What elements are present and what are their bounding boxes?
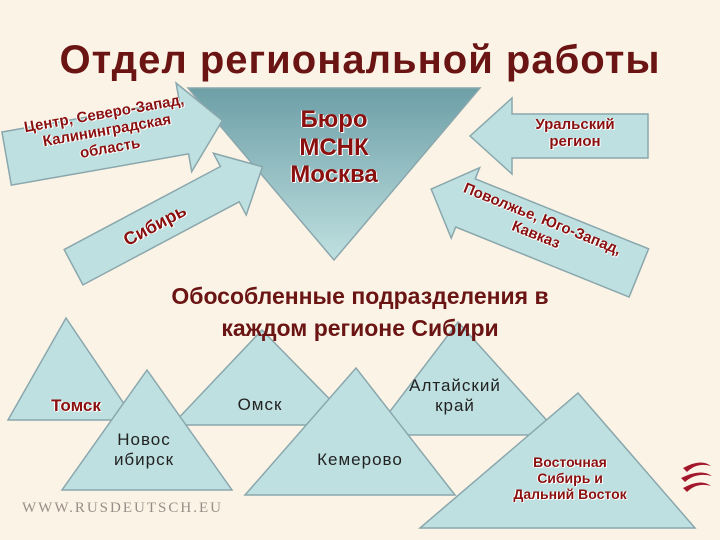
arrow-ural-label: Уральский регион <box>510 116 640 151</box>
arrow-northwest <box>1 81 224 187</box>
branch-east-line-1: Восточная <box>533 454 607 470</box>
branch-altai-label: Алтайский край <box>390 376 520 415</box>
branch-east-line-2: Сибирь и <box>537 470 603 487</box>
branch-altai-line-2: край <box>435 395 475 415</box>
center-line-2: МСНК <box>299 133 369 161</box>
arrow-ural-line-2: регион <box>549 133 601 151</box>
subtitle: Обособленные подразделения в каждом реги… <box>60 280 660 344</box>
branch-tomsk-label: Томск <box>51 396 101 415</box>
branch-east-label: Восточная Сибирь и Дальний Восток <box>490 454 650 502</box>
branch-east-line-3: Дальний Восток <box>513 486 627 503</box>
triangle-east <box>417 391 697 529</box>
arrow-volga <box>430 166 650 299</box>
center-line-1: Бюро <box>300 106 368 133</box>
subtitle-line-1: Обособленные подразделения в <box>171 283 549 309</box>
triangle-kemerovo <box>243 366 457 496</box>
branch-kemerovo-label: Кемерово <box>317 450 403 469</box>
triangle-altai <box>370 320 562 436</box>
footer-url: WWW.RUSDEUTSCH.EU <box>22 500 223 516</box>
branch-novosibirsk-line-1: Новос <box>117 430 171 449</box>
branch-altai-line-1: Алтайский <box>409 376 501 395</box>
center-triangle <box>186 87 482 262</box>
branch-omsk-label: Омск <box>237 395 283 414</box>
subtitle-line-2: каждом регионе Сибири <box>221 315 499 342</box>
triangle-omsk <box>170 328 357 426</box>
triangle-tomsk <box>6 316 137 421</box>
arrow-ural <box>468 96 649 176</box>
branch-novosibirsk-line-2: ибирск <box>113 449 175 469</box>
arrow-ural-line-1: Уральский <box>535 116 615 133</box>
arrow-siberia <box>63 152 264 286</box>
center-label: Бюро МСНК Москва <box>274 106 394 189</box>
logo-mark <box>681 462 712 492</box>
triangle-novosibirsk <box>60 368 234 491</box>
center-line-3: Москва <box>290 161 378 189</box>
branch-novosibirsk-label: Новос ибирск <box>98 430 190 469</box>
slide-title: Отдел региональной работы <box>59 38 661 82</box>
